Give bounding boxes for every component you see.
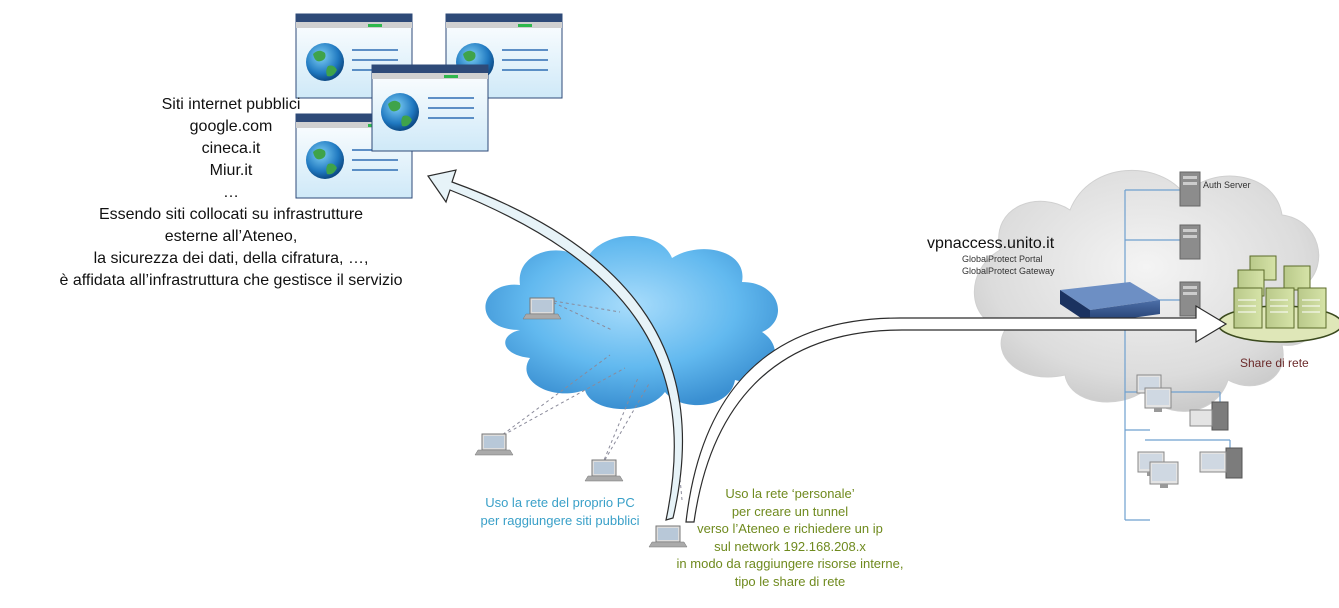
caption-line: Uso la rete del proprio PC	[485, 495, 635, 510]
browser-window-front	[371, 64, 489, 152]
vpn-tunnel-arrow	[685, 304, 1228, 523]
laptop-icon	[474, 433, 514, 456]
caption-line: tipo le share di rete	[734, 573, 846, 589]
share-label: Share di rete	[1240, 356, 1309, 370]
laptop-icon	[584, 459, 624, 482]
globalprotect-gateway-label: GlobalProtect Gateway	[962, 266, 1055, 276]
network-share-icon	[1217, 255, 1339, 343]
server-tower-icon	[1179, 224, 1201, 260]
public-sites-line: Siti internet pubblici	[161, 96, 301, 113]
auth-server-label: Auth Server	[1203, 180, 1251, 190]
laptop-icon	[648, 525, 688, 548]
personal-network-caption: Uso la rete del proprio PC per raggiunge…	[448, 494, 672, 530]
caption-line: verso l’Ateneo e richiedere un ip	[697, 521, 883, 536]
tunnel-caption: Uso la rete ‘personale’ per creare un tu…	[660, 485, 920, 590]
public-sites-line: Miur.it	[209, 162, 253, 179]
public-sites-line: cineca.it	[201, 140, 261, 157]
caption-line: in modo da raggiungere risorse interne,	[676, 556, 904, 571]
caption-line: sul network 192.168.208.x	[714, 538, 866, 554]
desktop-tower-icon	[1189, 401, 1229, 431]
vpn-host-label: vpnaccess.unito.it	[927, 235, 1055, 252]
workstation-icon	[1144, 387, 1172, 412]
internet-cloud	[485, 235, 779, 410]
auth-server-icon	[1179, 171, 1201, 207]
public-internet-arrow	[426, 169, 684, 521]
public-sites-line: google.com	[189, 118, 273, 135]
server-tower-icon	[1179, 281, 1201, 317]
caption-line: per creare un tunnel	[731, 503, 849, 519]
public-sites-line: la sicurezza dei dati, della cifratura, …	[93, 250, 369, 267]
globalprotect-portal-label: GlobalProtect Portal	[962, 254, 1043, 264]
laptop-icon	[522, 297, 562, 320]
desktop-tower-icon	[1199, 447, 1243, 479]
browser-window-back-left	[295, 13, 413, 99]
public-sites-line: esterne all’Ateneo,	[164, 228, 298, 245]
public-sites-line: Essendo siti collocati su infrastrutture	[98, 206, 364, 223]
workstation-icon	[1149, 461, 1179, 488]
university-network-cloud	[973, 169, 1320, 412]
public-sites-line: è affidata all’infrastruttura che gestis…	[59, 272, 403, 289]
caption-line: per raggiungere siti pubblici	[480, 513, 640, 528]
public-sites-description: Siti internet pubblici google.com cineca…	[0, 94, 462, 292]
caption-line: Uso la rete ‘personale’	[725, 486, 855, 501]
public-sites-line: …	[223, 184, 239, 201]
